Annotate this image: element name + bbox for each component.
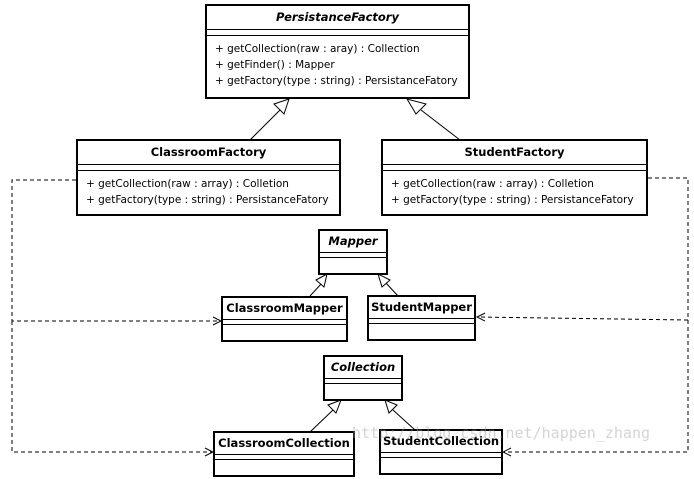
attributes-compartment <box>325 379 401 384</box>
inherit-arrowhead-studentfactory <box>405 98 427 115</box>
attributes-compartment <box>78 165 339 171</box>
class-name: StudentFactory <box>383 141 646 165</box>
class-name: PersistanceFactory <box>207 6 468 30</box>
class-name: ClassroomFactory <box>78 141 339 165</box>
class-name: StudentCollection <box>381 431 501 453</box>
attributes-compartment <box>320 253 386 258</box>
operation: + getCollection(raw : aray) : Collection <box>215 43 420 55</box>
class-name: StudentMapper <box>369 297 474 319</box>
operations-compartment <box>320 258 386 263</box>
inherit-line-classroomfactory <box>249 109 281 141</box>
class-persistancefactory[interactable]: PersistanceFactory + getCollection(raw :… <box>205 4 470 99</box>
class-classroomfactory[interactable]: ClassroomFactory + getCollection(raw : a… <box>76 139 341 216</box>
attributes-compartment <box>383 165 646 171</box>
class-collection[interactable]: Collection <box>323 355 403 401</box>
operations-compartment <box>381 458 501 463</box>
inherit-arrowhead-studentcollection <box>384 399 398 414</box>
operation: + getCollection(raw : array) : Colletion <box>391 178 594 190</box>
operations-compartment: + getCollection(raw : array) : Colletion… <box>78 171 339 213</box>
operation: + getFinder() : Mapper <box>215 59 335 71</box>
class-classroommapper[interactable]: ClassroomMapper <box>221 296 348 342</box>
operations-compartment <box>325 384 401 389</box>
dependency-classroomfactory-to-mapper <box>11 179 221 321</box>
class-name: ClassroomCollection <box>215 433 353 455</box>
dependency-studentfactory-to-collection <box>503 320 689 452</box>
inherit-arrowhead-classroomfactory <box>273 98 290 115</box>
operation: + getFactory(type : string) : Persistanc… <box>86 194 329 206</box>
inherit-line-studentfactory <box>420 109 461 141</box>
inherit-line-classroomcollection <box>309 409 334 433</box>
class-studentmapper[interactable]: StudentMapper <box>367 295 476 341</box>
class-name: Mapper <box>320 231 386 253</box>
class-mapper[interactable]: Mapper <box>318 229 388 275</box>
attributes-compartment <box>207 30 468 36</box>
attributes-compartment <box>215 455 353 460</box>
class-studentcollection[interactable]: StudentCollection <box>379 429 503 475</box>
operations-compartment <box>223 325 346 330</box>
operation: + getFactory(type : string) : Persistanc… <box>391 194 634 206</box>
class-classroomcollection[interactable]: ClassroomCollection <box>213 431 355 477</box>
operations-compartment: + getCollection(raw : aray) : Collection… <box>207 36 468 94</box>
inherit-arrowhead-studentmapper <box>377 273 391 288</box>
operations-compartment <box>369 324 474 329</box>
class-name: ClassroomMapper <box>223 298 346 320</box>
attributes-compartment <box>369 319 474 324</box>
operation: + getFactory(type : string) : Persistanc… <box>215 75 458 87</box>
dependency-studentfactory-to-mapper <box>477 177 689 320</box>
inherit-line-studentcollection <box>392 409 416 431</box>
watermark: http://blog.csdn.net/happen_zhang <box>352 424 651 442</box>
dependency-classroomfactory-to-collection <box>11 321 213 452</box>
inherit-line-studentmapper <box>385 282 399 297</box>
inherit-line-classroommapper <box>309 282 323 297</box>
operation: + getCollection(raw : array) : Colletion <box>86 178 289 190</box>
operations-compartment: + getCollection(raw : array) : Colletion… <box>383 171 646 213</box>
operations-compartment <box>215 460 353 465</box>
inherit-arrowhead-classroomcollection <box>327 399 342 414</box>
inherit-arrowhead-classroommapper <box>315 273 328 288</box>
class-studentfactory[interactable]: StudentFactory + getCollection(raw : arr… <box>381 139 648 216</box>
attributes-compartment <box>223 320 346 325</box>
attributes-compartment <box>381 453 501 458</box>
class-name: Collection <box>325 357 401 379</box>
